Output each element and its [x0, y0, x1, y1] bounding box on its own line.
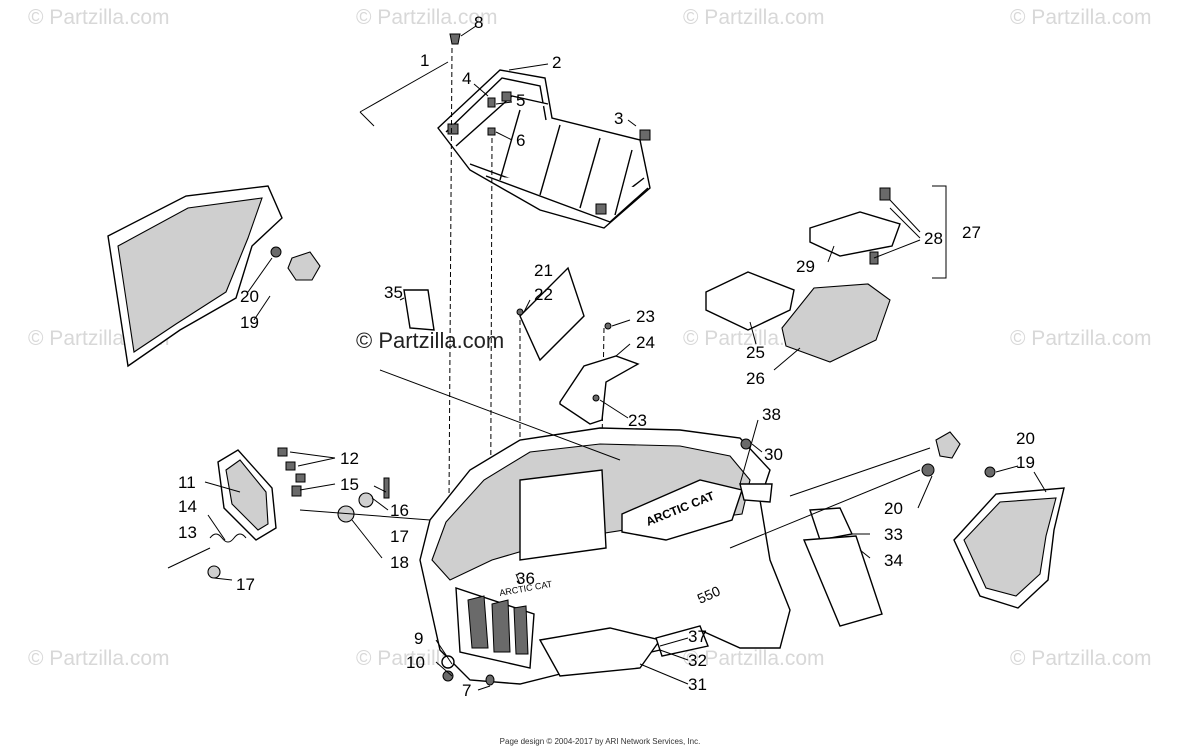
callout-21: 21: [534, 261, 553, 280]
watermark: © Partzilla.com: [28, 6, 170, 29]
callout-labels: 1 2 3 4 5 6 8 7 9 10 11 12 13 14 15 16 1…: [178, 13, 1035, 700]
callout-19: 19: [240, 313, 259, 332]
watermark: © Partzilla.com: [356, 6, 498, 29]
callout-15: 15: [340, 475, 359, 494]
watermark: © Partzilla.com: [1010, 327, 1152, 350]
callout-33: 33: [884, 525, 903, 544]
left-side-panel: [107, 185, 321, 368]
callout-34: 34: [884, 551, 903, 570]
callout-35: 35: [384, 283, 403, 302]
callout-12: 12: [340, 449, 359, 468]
callout-19: 19: [1016, 453, 1035, 472]
callout-20: 20: [240, 287, 259, 306]
callout-8: 8: [474, 13, 483, 32]
front-body: ARCTIC CAT ARCTIC CAT 550: [419, 419, 935, 691]
callout-36: 36: [516, 569, 535, 588]
callout-29: 29: [796, 257, 815, 276]
callout-26: 26: [746, 369, 765, 388]
callout-16: 16: [390, 501, 409, 520]
callout-7: 7: [462, 681, 471, 700]
callout-10: 10: [406, 653, 425, 672]
callout-20: 20: [884, 499, 903, 518]
callout-17: 17: [236, 575, 255, 594]
callout-38: 38: [762, 405, 781, 424]
callout-3: 3: [614, 109, 623, 128]
callout-20: 20: [1016, 429, 1035, 448]
storage-box: [705, 185, 947, 371]
callout-22: 22: [534, 285, 553, 304]
watermark: © Partzilla.com: [683, 647, 825, 670]
watermark: © Partzilla.com: [1010, 6, 1152, 29]
callout-13: 13: [178, 523, 197, 542]
callout-27: 27: [962, 223, 981, 242]
callout-24: 24: [636, 333, 655, 352]
callout-1: 1: [420, 51, 429, 70]
callout-6: 6: [516, 131, 525, 150]
callout-14: 14: [178, 497, 197, 516]
watermarks: © Partzilla.com © Partzilla.com © Partzi…: [28, 6, 1152, 670]
callout-30: 30: [764, 445, 783, 464]
callout-25: 25: [746, 343, 765, 362]
watermark: © Partzilla.com: [1010, 647, 1152, 670]
callout-28: 28: [924, 229, 943, 248]
callout-4: 4: [462, 69, 471, 88]
callout-2: 2: [552, 53, 561, 72]
right-side-panel: [729, 431, 1065, 627]
callout-32: 32: [688, 651, 707, 670]
callout-5: 5: [516, 91, 525, 110]
callout-11: 11: [178, 473, 196, 492]
callout-31: 31: [688, 675, 707, 694]
callout-17: 17: [390, 527, 409, 546]
callout-37: 37: [688, 627, 707, 646]
callout-23: 23: [636, 307, 655, 326]
front-rack: [359, 25, 651, 229]
watermark: © Partzilla.com: [28, 647, 170, 670]
callout-9: 9: [414, 629, 423, 648]
callout-23: 23: [628, 411, 647, 430]
headlight-assembly: [167, 447, 431, 581]
decals: [379, 266, 640, 461]
page-footer: Page design © 2004-2017 by ARI Network S…: [499, 737, 701, 746]
callout-18: 18: [390, 553, 409, 572]
watermark-center: © Partzilla.com: [356, 328, 504, 353]
watermark: © Partzilla.com: [683, 6, 825, 29]
